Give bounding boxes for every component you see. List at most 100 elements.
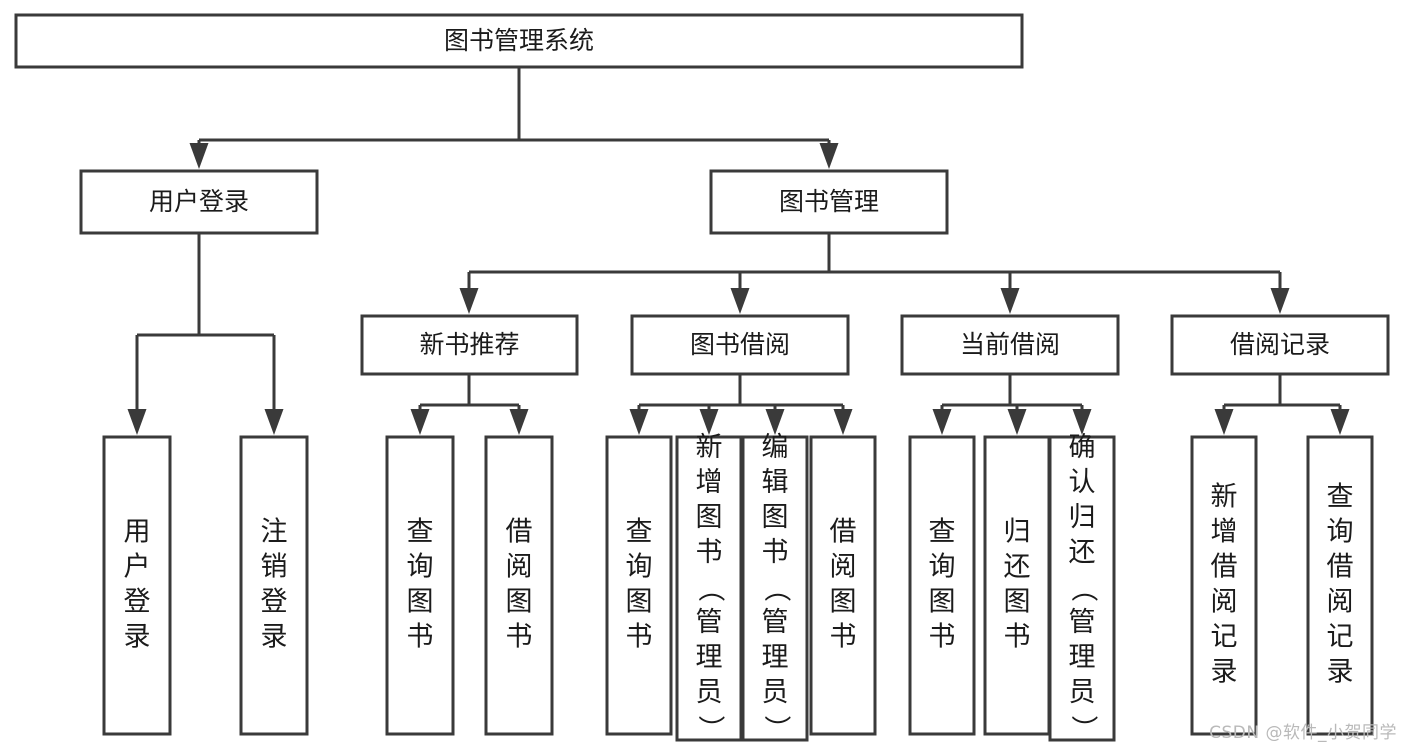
node-label-char: 阅 xyxy=(506,552,533,583)
node-label-char: ） xyxy=(695,715,726,742)
node-user-login[interactable]: 用户登录 xyxy=(79,169,319,235)
node-box[interactable] xyxy=(709,169,949,235)
node-box[interactable] xyxy=(900,314,1120,376)
node-label-char: 书 xyxy=(626,622,653,653)
node-label: 图书借阅 xyxy=(690,330,790,359)
node-box[interactable] xyxy=(605,435,673,736)
node-book-manage[interactable]: 图书管理 xyxy=(709,169,949,235)
node-label-char: 借 xyxy=(506,517,533,548)
node-label-char: 管 xyxy=(762,607,789,638)
arrow-head-icon xyxy=(1000,288,1020,314)
node-label-char: 查 xyxy=(929,517,956,548)
node-label-char: 查 xyxy=(1327,482,1354,513)
node-label-char: 询 xyxy=(929,552,956,583)
node-label-char: 阅 xyxy=(1327,587,1354,618)
node-label: 用户登录 xyxy=(149,187,249,216)
node-label-char: ） xyxy=(761,715,792,742)
node-label-char: 员 xyxy=(1069,677,1096,708)
node-label-char: 图 xyxy=(506,587,533,618)
node-label-char: 认 xyxy=(1069,467,1096,498)
arrow-head-icon xyxy=(833,409,853,435)
node-label-char: （ xyxy=(761,575,792,602)
node-box[interactable] xyxy=(360,314,579,376)
node-box[interactable] xyxy=(908,435,976,736)
node-label-char: 销 xyxy=(261,552,288,583)
arrow-head-icon xyxy=(932,409,952,435)
node-leaf-user-login[interactable]: 用户登录 xyxy=(102,435,172,736)
node-box[interactable] xyxy=(1170,314,1390,376)
node-box[interactable] xyxy=(983,435,1051,736)
node-label-char: 管 xyxy=(696,607,723,638)
node-label-char: 新 xyxy=(696,432,723,463)
node-box[interactable] xyxy=(809,435,877,736)
node-box[interactable] xyxy=(14,13,1024,69)
node-box[interactable] xyxy=(1048,435,1116,742)
node-box[interactable] xyxy=(385,435,455,736)
node-current-borrow[interactable]: 当前借阅 xyxy=(900,314,1120,376)
node-label-char: 书 xyxy=(696,537,723,568)
node-box[interactable] xyxy=(741,435,809,742)
node-label: 新书推荐 xyxy=(419,330,519,359)
connector-layer xyxy=(127,67,1350,435)
arrow-head-icon xyxy=(699,409,719,435)
watermark-text: CSDN @软件_小贺同学 xyxy=(1209,723,1397,743)
node-label-char: ） xyxy=(1068,715,1099,742)
node-label-char: 图 xyxy=(626,587,653,618)
node-root[interactable]: 图书管理系统 xyxy=(14,13,1024,69)
node-label-char: 阅 xyxy=(830,552,857,583)
node-box[interactable] xyxy=(1190,435,1258,736)
node-label-char: 增 xyxy=(1211,517,1238,548)
node-label-char: 借 xyxy=(1211,552,1238,583)
node-label-char: 录 xyxy=(261,622,288,653)
node-borrow-record[interactable]: 借阅记录 xyxy=(1170,314,1390,376)
node-book-borrow[interactable]: 图书借阅 xyxy=(630,314,850,376)
node-label-char: 书 xyxy=(407,622,434,653)
arrow-head-icon xyxy=(189,143,209,169)
node-label-char: 借 xyxy=(830,517,857,548)
arrow-head-icon xyxy=(730,288,750,314)
node-box[interactable] xyxy=(1306,435,1374,736)
node-new-book-recommend[interactable]: 新书推荐 xyxy=(360,314,579,376)
node-label-char: 图 xyxy=(407,587,434,618)
node-label-char: 图 xyxy=(929,587,956,618)
node-box[interactable] xyxy=(630,314,850,376)
node-box[interactable] xyxy=(484,435,554,736)
arrow-head-icon xyxy=(1072,409,1092,435)
node-label-char: 增 xyxy=(696,467,723,498)
node-label-char: 登 xyxy=(124,587,151,618)
node-box[interactable] xyxy=(239,435,309,736)
node-label-char: 确 xyxy=(1069,432,1096,463)
node-label-char: 员 xyxy=(762,677,789,708)
arrow-head-icon xyxy=(1270,288,1290,314)
node-label-char: 图 xyxy=(696,502,723,533)
node-label-char: 书 xyxy=(830,622,857,653)
node-box[interactable] xyxy=(675,435,743,742)
node-label-char: 理 xyxy=(696,642,723,673)
node-label-char: 归 xyxy=(1069,502,1096,533)
node-box[interactable] xyxy=(79,169,319,235)
node-label-char: 用 xyxy=(124,517,151,548)
node-box[interactable] xyxy=(102,435,172,736)
